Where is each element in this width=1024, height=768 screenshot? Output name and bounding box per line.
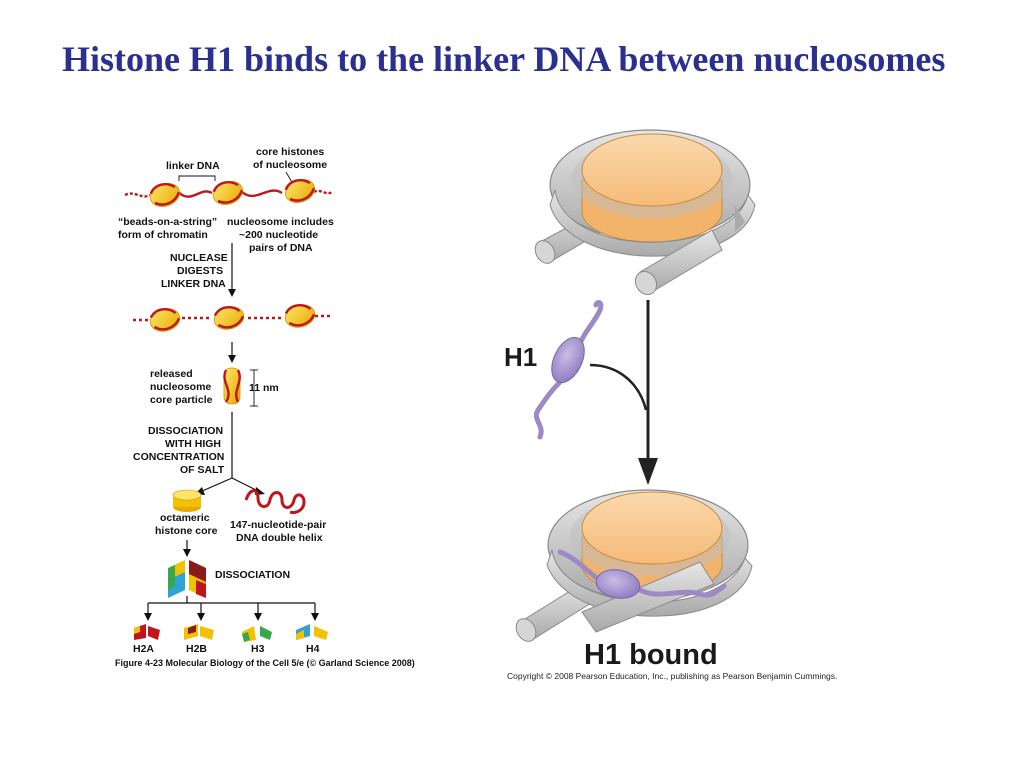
histone-branch-tree [147, 596, 316, 616]
beads-on-a-string [124, 174, 333, 212]
label-nuclease-3: LINKER DNA [161, 278, 226, 290]
figure-caption: Figure 4-23 Molecular Biology of the Cel… [115, 658, 415, 668]
label-nucleosome-includes-3: pairs of DNA [249, 242, 313, 254]
label-dissociation-salt-1: DISSOCIATION [148, 425, 223, 437]
histone-h3-pair [242, 626, 272, 642]
slide-title: Histone H1 binds to the linker DNA betwe… [62, 39, 946, 79]
label-h1: H1 [504, 342, 537, 372]
label-released-3: core particle [150, 394, 213, 406]
left-figure: linker DNA core histones of nucleosome “… [115, 146, 415, 668]
h1-binding-curve [589, 363, 648, 411]
right-figure: H1 H1 bound Copyright © 2008 Pearson Edu… [504, 129, 837, 681]
label-released-1: released [150, 368, 193, 380]
label-nuclease-1: NUCLEASE [170, 252, 228, 264]
nucleosome-without-h1 [534, 129, 756, 296]
size-marker: 11 nm [249, 369, 279, 407]
copyright-text: Copyright © 2008 Pearson Education, Inc.… [507, 671, 837, 681]
label-nm: 11 nm [249, 382, 279, 394]
label-dna-helix-1: 147-nucleotide-pair [230, 519, 326, 531]
histone-h4-pair [296, 624, 328, 640]
label-dissociation-salt-4: OF SALT [180, 464, 225, 476]
label-h4: H4 [306, 643, 320, 655]
free-dna-helix [244, 489, 306, 514]
histone-h2a-pair [134, 624, 160, 640]
label-nuclease-2: DIGESTS [177, 265, 223, 277]
label-nucleosome-includes-2: ~200 nucleotide [239, 229, 318, 241]
label-dissociation-salt-2: WITH HIGH [165, 438, 221, 450]
nucleosome-with-h1 [515, 489, 753, 642]
split-octamer [168, 560, 206, 598]
label-dna-helix-2: DNA double helix [236, 532, 323, 544]
label-core-histones-1: core histones [256, 146, 324, 158]
octameric-core [172, 489, 202, 512]
label-h2a: H2A [133, 643, 154, 655]
label-h2b: H2B [186, 643, 207, 655]
linker-bracket [178, 175, 216, 181]
label-linker-dna: linker DNA [166, 160, 220, 172]
released-core-particle [223, 367, 241, 405]
label-h1-bound: H1 bound [584, 639, 718, 671]
histone-h2b-pair [184, 624, 214, 640]
label-core-histones-2: of nucleosome [253, 159, 327, 171]
digested-beads [133, 300, 330, 336]
label-released-2: nucleosome [150, 381, 211, 393]
h1-protein [533, 300, 604, 440]
label-octameric-1: octameric [160, 512, 210, 524]
label-beads-1: “beads-on-a-string” [118, 216, 217, 228]
label-h3: H3 [251, 643, 265, 655]
label-octameric-2: histone core [155, 525, 218, 537]
label-nucleosome-includes-1: nucleosome includes [227, 216, 334, 228]
label-dissociation-salt-3: CONCENTRATION [133, 451, 224, 463]
binding-arrowhead [638, 458, 658, 485]
label-dissociation: DISSOCIATION [215, 569, 290, 581]
label-beads-2: form of chromatin [118, 229, 208, 241]
